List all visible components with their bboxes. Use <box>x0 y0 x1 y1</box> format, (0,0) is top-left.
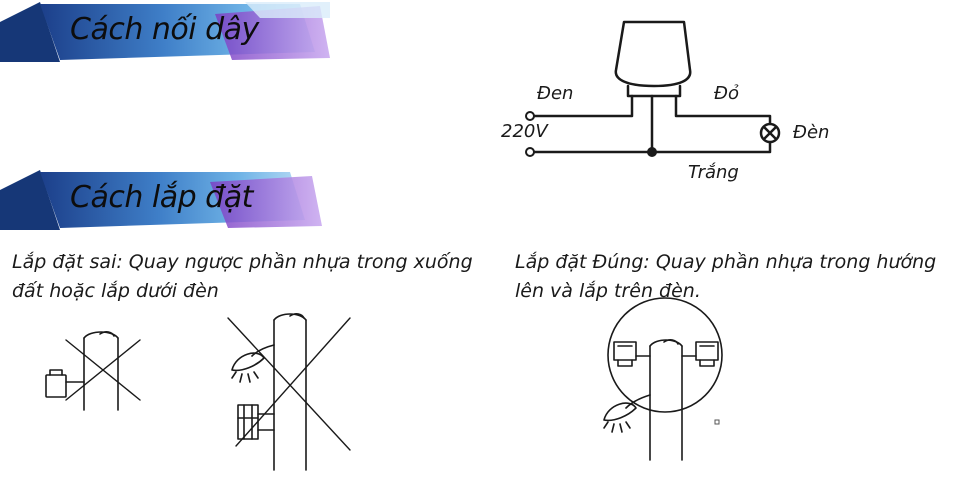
banner-ribbon-shape <box>0 2 330 62</box>
lamp-label: Đèn <box>793 122 830 143</box>
black-wire-label: Đen <box>537 83 574 104</box>
sensor-box-right <box>695 341 719 361</box>
wrong-install-2 <box>227 313 351 471</box>
voltage-label: 220V <box>501 121 548 142</box>
street-lamp-icon <box>231 352 265 372</box>
lamp-arm <box>625 394 651 409</box>
detail-circle <box>607 297 723 413</box>
wiring-section-banner: Cách nối dây <box>0 0 330 66</box>
terminal-top <box>525 111 535 121</box>
sensor-box-left <box>613 341 637 361</box>
sensor-box-under-lamp <box>237 404 259 440</box>
install-section-title: Cách lắp đặt <box>70 180 253 215</box>
black-wire <box>530 94 634 118</box>
banner-ribbon-shape <box>0 170 322 230</box>
right-install <box>603 297 723 461</box>
lamp-symbol <box>759 122 781 144</box>
white-wire-label: Trắng <box>688 162 739 183</box>
photosensor-base <box>626 84 682 98</box>
junction-dot <box>647 147 657 157</box>
wrong-install-caption: Lắp đặt sai: Quay ngược phần nhựa trong … <box>12 251 473 302</box>
wrong-install-1 <box>45 331 141 411</box>
cross-mark <box>227 317 351 451</box>
photosensor-housing <box>614 20 692 88</box>
neutral-line <box>530 140 772 154</box>
right-install-caption: Lắp đặt Đúng: Quay phần nhựa trong hướng… <box>515 251 937 302</box>
terminal-bottom <box>525 147 535 157</box>
sensor-box-upside-down <box>45 374 67 398</box>
lamp-arm <box>251 344 275 357</box>
red-wire <box>674 94 772 126</box>
wiring-section-title: Cách nối dây <box>70 12 259 47</box>
red-wire-label: Đỏ <box>714 83 739 104</box>
cross-mark <box>65 339 141 401</box>
install-section-banner: Cách lắp đặt <box>0 168 330 234</box>
street-lamp-icon <box>603 402 637 422</box>
